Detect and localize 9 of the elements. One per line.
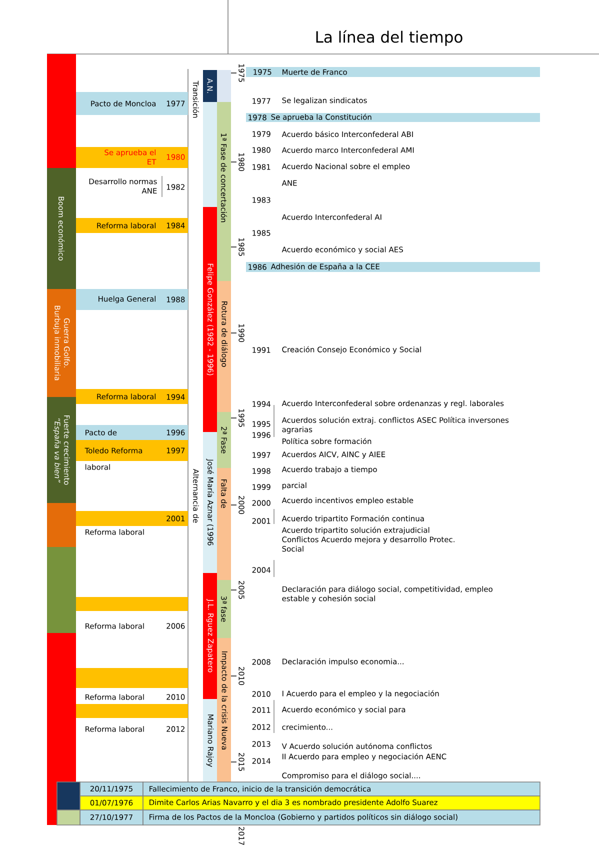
period-band	[47, 503, 76, 547]
phase-band	[217, 70, 231, 102]
period-band	[47, 547, 76, 633]
event-band	[76, 597, 188, 611]
event-band	[76, 704, 188, 718]
event-band	[76, 668, 188, 688]
period-band	[47, 54, 76, 168]
title: La línea del tiempo	[316, 30, 462, 46]
government-band	[203, 102, 217, 207]
